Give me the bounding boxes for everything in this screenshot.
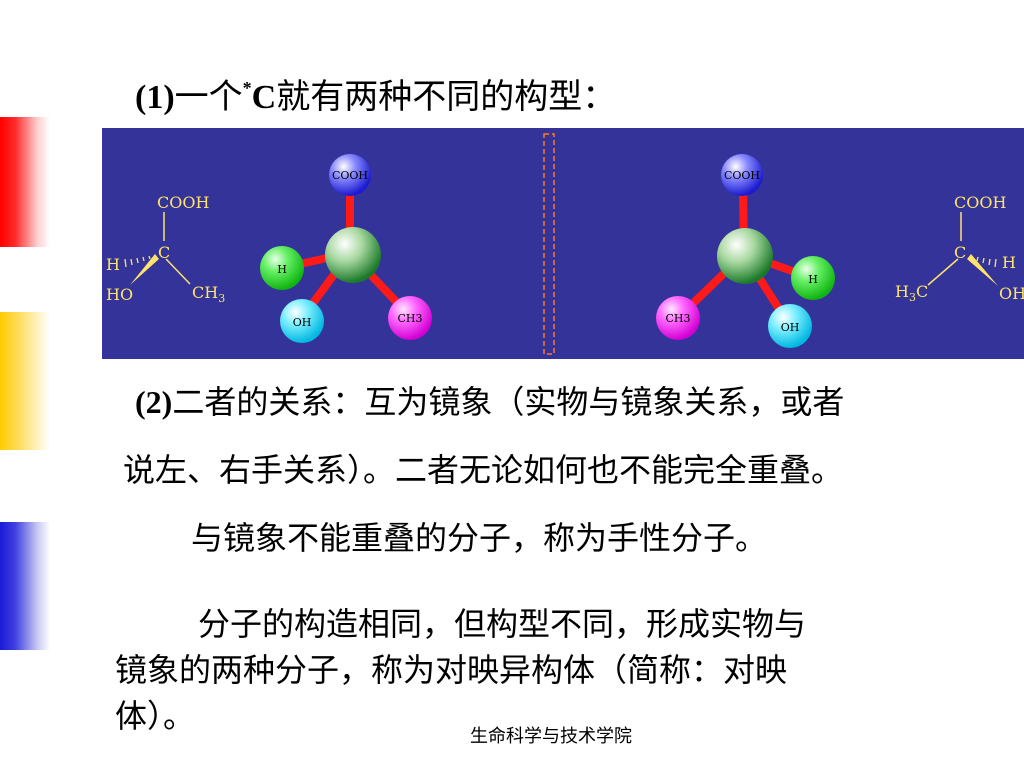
para2-line1: (2)二者的关系：互为镜象（实物与镜象关系，或者: [135, 380, 844, 424]
left-formula-ch3: CH3: [192, 283, 225, 305]
side-accent-red: [0, 117, 50, 247]
right-formula-h: H: [1002, 253, 1016, 272]
heading-number: (1): [135, 79, 175, 116]
mirror-plane: [543, 133, 555, 355]
para3-line2: 镜象的两种分子，称为对映异构体（简称：对映: [115, 651, 788, 689]
left-center-carbon-ball: [325, 227, 381, 283]
side-accent-blue: [0, 522, 50, 650]
left-ball-stick-model: COOH H OH CH3: [260, 154, 432, 343]
left-oh-ball-label: OH: [293, 316, 312, 329]
left-ch3-ball-label: CH3: [397, 312, 422, 325]
left-wedge-bond: [130, 254, 159, 285]
right-formula-carbon: C: [954, 243, 966, 262]
right-formula-cooh: COOH: [954, 193, 1006, 212]
left-cooh-ball: [329, 154, 371, 196]
left-h-ball-label: H: [277, 263, 287, 276]
right-ball-stick-model: COOH H CH3 OH: [656, 154, 835, 348]
right-formula-oh: OH: [999, 284, 1024, 303]
left-formula-ho: HO: [106, 285, 133, 304]
para3-line1: 分子的构造相同，但构型不同，形成实物与: [198, 605, 807, 643]
right-ch3-ball-label: CH3: [665, 312, 690, 325]
right-h-ball: [791, 256, 835, 300]
right-formula-h3c: H3C: [895, 282, 928, 304]
carbon-symbol: C: [251, 79, 277, 116]
right-wedge-bond: [967, 254, 998, 286]
left-cooh-ball-label: COOH: [332, 169, 368, 182]
para3-line3: 体）。: [115, 697, 196, 735]
enantiomer-diagram: COOH C H HO CH3 COOH H OH CH3 COOH: [102, 128, 1024, 359]
right-oh-ball: [768, 304, 812, 348]
panel-background: [102, 128, 1024, 359]
chiral-asterisk: *: [242, 78, 252, 98]
footer-institution: 生命科学与技术学院: [470, 726, 632, 747]
right-cooh-ball: [721, 154, 763, 196]
left-hash-bond: [124, 255, 151, 268]
para2-line3: 与镜象不能重叠的分子，称为手性分子。: [191, 519, 768, 557]
right-center-carbon-ball: [717, 228, 773, 284]
right-projection-formula: COOH C H OH H3C: [895, 193, 1024, 304]
heading-text-after: 就有两种不同的构型：: [276, 77, 617, 117]
left-projection-formula: COOH C H HO CH3: [106, 193, 225, 305]
para2-number: (2): [135, 384, 173, 420]
left-oh-ball: [280, 299, 324, 343]
para2-line2: 说左、右手关系）。二者无论如何也不能完全重叠。: [123, 451, 844, 489]
side-accent-yellow: [0, 312, 50, 450]
left-formula-carbon: C: [158, 243, 170, 262]
heading-text-before: 一个: [174, 77, 243, 117]
left-ch3-ball: [388, 296, 432, 340]
heading-configurations: (1)一个*C就有两种不同的构型：: [135, 66, 616, 120]
right-h-ball-label: H: [808, 273, 818, 286]
para2-line1-text: 二者的关系：互为镜象（实物与镜象关系，或者: [172, 383, 845, 421]
left-h-ball: [260, 246, 304, 290]
right-oh-ball-label: OH: [781, 321, 800, 334]
left-formula-h: H: [106, 255, 120, 274]
right-ch3-ball: [656, 296, 700, 340]
left-formula-cooh: COOH: [157, 193, 209, 212]
right-cooh-ball-label: COOH: [724, 169, 760, 182]
